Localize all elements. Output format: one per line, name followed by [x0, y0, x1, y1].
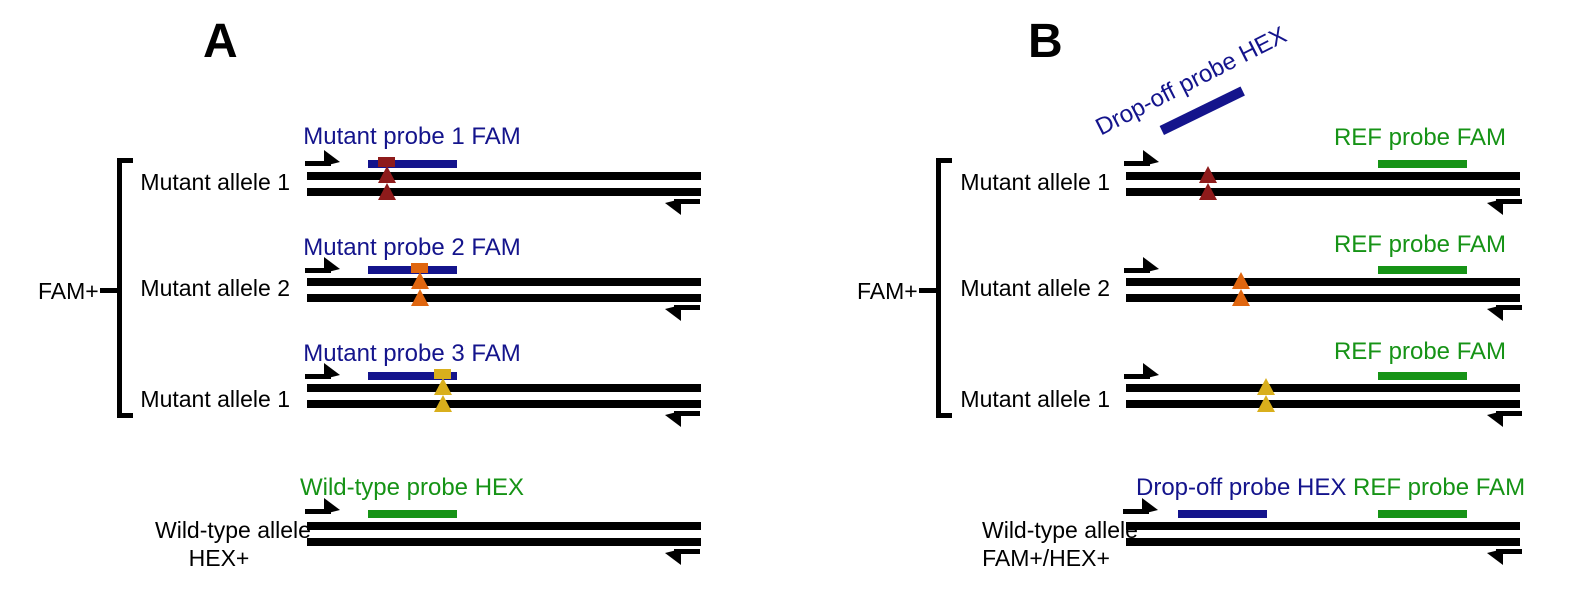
dropoff-probe-label: Drop-off probe HEX	[1136, 474, 1347, 501]
forward-primer-icon	[305, 363, 340, 379]
dna-strand-bottom	[307, 538, 701, 546]
allele-label: Mutant allele 1	[140, 386, 290, 412]
dna-strand-bottom	[1126, 400, 1520, 408]
panel-a-letter: A	[203, 15, 238, 68]
dna-strand-top	[307, 522, 701, 530]
probe-bar	[368, 372, 457, 380]
dna-strand-bottom	[1126, 294, 1520, 302]
reverse-primer-icon	[665, 411, 700, 427]
reverse-primer-icon	[1487, 199, 1522, 215]
dna-strand-bottom	[1126, 538, 1520, 546]
bracket-tick	[100, 288, 117, 293]
dna-strand-top	[307, 172, 701, 180]
allele-label: Mutant allele 2	[960, 275, 1110, 301]
mutation-marker-triangle	[1257, 378, 1275, 395]
allele-label: Mutant allele 1	[960, 386, 1110, 412]
fam-plus-label: FAM+	[857, 278, 918, 304]
dna-strand-top	[307, 278, 701, 286]
dna-strand-bottom	[307, 400, 701, 408]
bracket-line	[936, 158, 941, 418]
panel-b-letter: B	[1028, 15, 1063, 68]
ref-probe-label: REF probe FAM	[1333, 124, 1507, 151]
dropoff-probe-bar	[1178, 510, 1267, 518]
bracket-arm-top	[936, 158, 952, 163]
mutation-marker-triangle	[1232, 289, 1250, 306]
mutation-marker-triangle	[1232, 272, 1250, 289]
probe-bar	[368, 510, 457, 518]
probe-label: Wild-type probe HEX	[299, 474, 525, 501]
bracket-arm-top	[117, 158, 133, 163]
forward-primer-icon	[305, 150, 340, 166]
dna-strand-top	[1126, 172, 1520, 180]
reverse-primer-icon	[1487, 305, 1522, 321]
bracket-tick	[919, 288, 936, 293]
dna-strand-top	[1126, 384, 1520, 392]
ref-probe-bar	[1378, 372, 1467, 380]
dna-strand-top	[1126, 278, 1520, 286]
probe-bar	[368, 160, 457, 168]
bracket-arm-bottom	[117, 413, 133, 418]
mutation-marker-triangle	[1199, 183, 1217, 200]
mutation-marker-triangle	[411, 289, 429, 306]
reverse-primer-icon	[665, 305, 700, 321]
probe-label: Mutant probe 2 FAM	[303, 234, 521, 261]
mutation-marker-triangle	[1199, 166, 1217, 183]
allele-sublabel: FAM+/HEX+	[982, 545, 1110, 571]
mutation-marker-square	[411, 263, 428, 273]
allele-label: Mutant allele 1	[960, 169, 1110, 195]
forward-primer-icon	[1124, 363, 1159, 379]
forward-primer-icon	[1123, 498, 1158, 514]
allele-label: Mutant allele 1	[140, 169, 290, 195]
dna-strand-top	[307, 384, 701, 392]
mutation-marker-square	[378, 157, 395, 167]
mutation-marker-triangle	[411, 272, 429, 289]
allele-label: Mutant allele 2	[140, 275, 290, 301]
dna-strand-bottom	[1126, 188, 1520, 196]
reverse-primer-icon	[1487, 549, 1522, 565]
ref-probe-label: REF probe FAM	[1333, 231, 1507, 258]
bracket-line	[117, 158, 122, 418]
mutation-marker-triangle	[434, 378, 452, 395]
ref-probe-bar	[1378, 510, 1467, 518]
mutation-marker-triangle	[378, 166, 396, 183]
allele-sublabel: HEX+	[188, 545, 250, 571]
fam-plus-label: FAM+	[38, 278, 99, 304]
mutation-marker-triangle	[1257, 395, 1275, 412]
dna-strand-bottom	[307, 188, 701, 196]
forward-primer-icon	[1124, 150, 1159, 166]
dna-strand-bottom	[307, 294, 701, 302]
mutation-marker-triangle	[434, 395, 452, 412]
wildtype-probe-labels: Drop-off probe HEX REF probe FAM	[1136, 474, 1525, 502]
probe-label: Mutant probe 3 FAM	[303, 340, 521, 367]
reverse-primer-icon	[665, 549, 700, 565]
mutation-marker-square	[434, 369, 451, 379]
forward-primer-icon	[305, 257, 340, 273]
bracket-arm-bottom	[936, 413, 952, 418]
reverse-primer-icon	[665, 199, 700, 215]
reverse-primer-icon	[1487, 411, 1522, 427]
probe-label: Mutant probe 1 FAM	[303, 123, 521, 150]
mutation-marker-triangle	[378, 183, 396, 200]
forward-primer-icon	[305, 498, 340, 514]
dropoff-probe-label: Drop-off probe HEX	[1091, 21, 1291, 142]
ref-probe-label: REF probe FAM	[1333, 338, 1507, 365]
ref-probe-bar	[1378, 266, 1467, 274]
ref-probe-bar	[1378, 160, 1467, 168]
allele-label: Wild-type allele	[155, 517, 311, 543]
dna-strand-top	[1126, 522, 1520, 530]
forward-primer-icon	[1124, 257, 1159, 273]
allele-label: Wild-type allele	[982, 517, 1138, 543]
ref-probe-label: REF probe FAM	[1353, 474, 1526, 501]
